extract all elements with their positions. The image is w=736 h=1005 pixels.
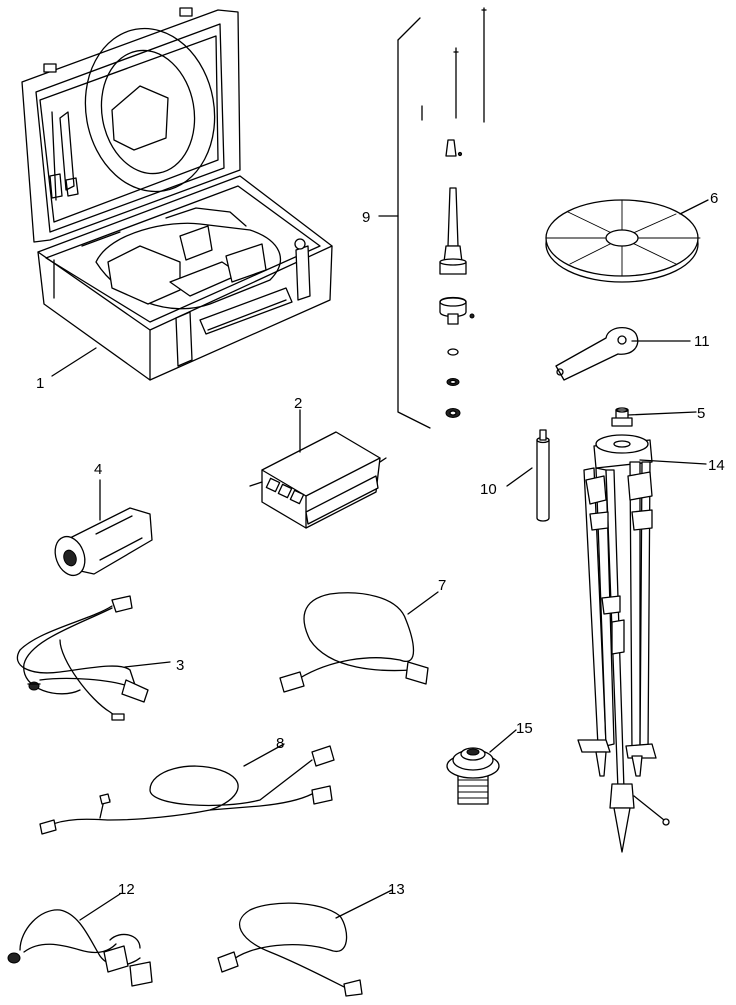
- extension-rod-icon: [536, 429, 550, 522]
- adapter-screw-icon: [611, 407, 633, 427]
- callout-7: 7: [438, 577, 446, 594]
- y-cable-icon: [39, 745, 335, 835]
- receiver-unit-icon: [249, 431, 387, 529]
- coax-cable-icon: [217, 902, 363, 997]
- callout-3: 3: [176, 657, 184, 674]
- antenna-mount-icon: [446, 747, 500, 805]
- ground-plane-disc-icon: [545, 199, 701, 283]
- callout-15: 15: [516, 720, 533, 737]
- callout-8: 8: [276, 735, 284, 752]
- spanner-wrench-icon: [555, 327, 639, 381]
- power-cable-icon: [16, 595, 149, 721]
- antenna-cable-icon: [279, 592, 429, 693]
- callout-6: 6: [710, 190, 718, 207]
- leader-lines: [51, 199, 709, 921]
- callout-4: 4: [94, 461, 102, 478]
- carrying-case-icon: [21, 7, 333, 381]
- callout-10: 10: [480, 481, 497, 498]
- callout-12: 12: [118, 881, 135, 898]
- battery-icon: [54, 507, 153, 577]
- callout-14: 14: [708, 457, 725, 474]
- callout-13: 13: [388, 881, 405, 898]
- callout-9: 9: [362, 209, 370, 226]
- data-cable-icon: [7, 909, 153, 987]
- callout-11: 11: [694, 333, 710, 350]
- callout-2: 2: [294, 395, 302, 412]
- callout-1: 1: [36, 375, 44, 392]
- callout-labels: 1 2 3 4 5 6 7 8 9 10 11 12 13 14 15: [36, 190, 725, 898]
- callout-5: 5: [697, 405, 705, 422]
- radio-antenna-kit-icon: [397, 7, 487, 429]
- tripod-icon: [577, 434, 670, 853]
